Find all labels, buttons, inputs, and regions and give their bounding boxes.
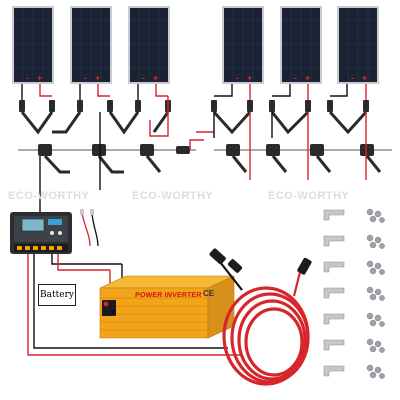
y-branch-right [212, 110, 368, 135]
solar-panel-1: - + [12, 6, 54, 84]
svg-text:+: + [153, 73, 158, 83]
mc4-branch-connectors [19, 100, 369, 135]
battery-label: Battery [38, 284, 76, 306]
mc4-extension-cable [219, 261, 310, 386]
mc4-connectors-upper [19, 100, 369, 112]
solar-panel-4: - + [222, 6, 264, 84]
mounting-bolts [366, 208, 385, 379]
svg-text:-: - [142, 73, 145, 83]
harness-right [196, 112, 392, 180]
z-brackets [323, 209, 345, 377]
svg-text:+: + [95, 73, 100, 83]
controller-output-leads [27, 254, 240, 356]
svg-text:-: - [294, 73, 297, 83]
svg-text:+: + [305, 73, 310, 83]
harness-left [18, 144, 196, 174]
solar-panel-5: - + [280, 6, 322, 84]
watermark-text-3: ECO-WORTHY [268, 190, 350, 202]
svg-text:-: - [236, 73, 239, 83]
svg-text:+: + [247, 73, 252, 83]
y-branch-left [20, 111, 170, 135]
solar-panels: - + - + [12, 6, 379, 84]
svg-text:-: - [84, 73, 87, 83]
watermark-text-2: ECO-WORTHY [132, 190, 214, 202]
controller-jumper-wires [80, 209, 99, 247]
svg-text:-: - [26, 73, 29, 83]
inverter-ce-mark: CE [203, 289, 215, 298]
watermark-text-1: ECO-WORTHY [8, 190, 90, 202]
svg-text:-: - [351, 73, 354, 83]
solar-panel-6: - + [337, 6, 379, 84]
charge-controller [10, 212, 72, 254]
power-inverter [99, 275, 235, 339]
solar-panel-3: - + [128, 6, 170, 84]
svg-text:+: + [362, 73, 367, 83]
panel-leads [21, 84, 367, 100]
mc4-cable-connectors [209, 248, 312, 275]
array-to-controller-leads [39, 96, 204, 230]
svg-text:+: + [37, 73, 42, 83]
solar-panel-2: - + [70, 6, 112, 84]
